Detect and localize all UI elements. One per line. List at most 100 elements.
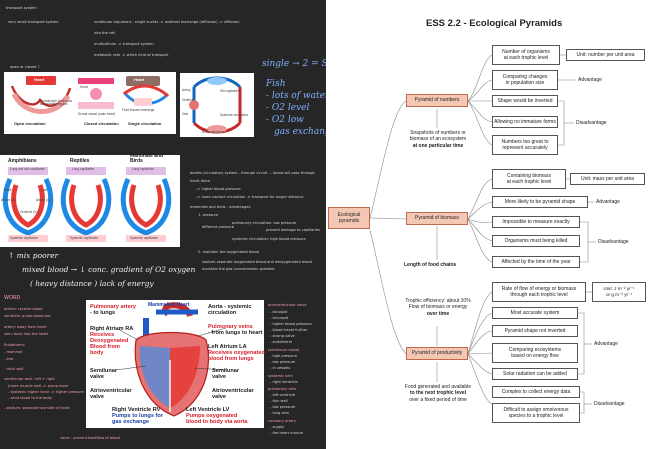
diagram-caption: Lung capillaries <box>72 167 95 171</box>
box-organisms-killed: Organisms must being killed <box>492 235 580 247</box>
notes-line: - strong valve <box>270 334 295 338</box>
diagram-caption: Artery <box>182 88 191 92</box>
heart-label: Heart <box>134 77 145 82</box>
notes-line: (more muscle wall -> pump more <box>8 384 69 388</box>
box-impossible-measure: Impossible to measure exactly <box>492 216 580 228</box>
notes-line: (semilunar valve) <box>268 348 300 352</box>
handwritten-note: Fish <box>266 79 286 89</box>
notes-line: - left ventricle <box>270 393 296 397</box>
diagram-caption: Ventricle (V) <box>20 210 38 214</box>
notes-line: bodies (circulatory system - through cir… <box>190 171 315 175</box>
notes-line: -> higher blood pressure <box>196 187 241 191</box>
diagram-caption: Vein <box>182 112 189 116</box>
notes-line: - supply <box>270 425 285 429</box>
pulmonary-veins-label: Pulmonary veins- from lungs to heart <box>208 324 263 337</box>
diagram-caption: Systemic capillaries <box>130 236 158 240</box>
mammalian-heart-diagram: Mammalian Heart Pulmonary artery- to lun… <box>86 300 265 428</box>
handwritten-note: mixed blood → ↓ conc. gradient of O2 oxy… <box>22 265 196 274</box>
box-number-of-organisms: Number of organisms at each trophic leve… <box>492 45 560 65</box>
handwritten-note: gas exchange <box>274 127 326 137</box>
notes-line: - mammal <box>4 350 23 354</box>
box-complex-data: Complex to collect energy data <box>492 386 580 398</box>
diagram-caption: Heart <box>80 85 88 89</box>
box-omnivorous-species: Difficult to assign omnivorous species t… <box>492 403 580 423</box>
box-shape-inverted: Shape would be inverted <box>492 95 558 107</box>
notes-line: - thick wall <box>4 367 24 371</box>
box-pyramid-shape: More likely to be pyramid shape <box>492 196 588 208</box>
hub-pyramid-of-numbers: Pyramid of numbers <box>406 94 468 107</box>
handwritten-note: single → 2 = SIZE <box>262 59 326 69</box>
notes-line: - the heart muscle <box>270 431 304 435</box>
diagram-label: Open circulation <box>14 121 46 126</box>
circulation-types-diagram: Heart Hemolymph in sinuses surrounding o… <box>4 72 176 134</box>
notes-line: atrium: receive blood <box>4 307 43 311</box>
box-no-immature-forms: Allowing no immature forms <box>492 116 558 128</box>
handwritten-note: - O2 low <box>266 115 304 125</box>
notes-line: - right ventricle <box>270 380 298 384</box>
food-chains-text: Length of food chains <box>404 262 457 268</box>
notes-line: - septum: separate two side of heart <box>4 406 70 410</box>
box-rate-of-flow: Rate of flow of energy or biomass throug… <box>492 282 586 302</box>
notes-line: Endotherm: <box>4 343 26 347</box>
notes-line: - bicuspid <box>270 310 288 314</box>
generated-text: Food generated and available to the next… <box>404 384 472 403</box>
vertebrate-circulation-diagram: Amphibians Reptiles Mammals and Birds Lu… <box>0 153 180 247</box>
amphibians-title: Amphibians <box>8 158 37 164</box>
diagram-caption: Hemolymph in sinuses surrounding organs <box>40 99 73 107</box>
notes-line: - send blood to the body <box>8 396 53 400</box>
mammals-birds-title: Mammals and Birds <box>130 153 164 164</box>
diagram-caption: Dorsal vessel (main heart) <box>78 112 116 116</box>
reptiles-title: Reptiles <box>70 158 90 164</box>
box-unit-number-per-area: Unit: number per unit area <box>566 49 645 61</box>
fish-circulation-diagram: Artery Gill capillaries Ventricle Vein S… <box>180 73 254 137</box>
label-disadvantage-biomass: Disadvantage <box>598 239 629 245</box>
notes-line: mammals and birds - advantages <box>190 205 251 209</box>
notes-line: coronary artery <box>268 419 296 423</box>
handwritten-note: ( heavy distance ) lack of energy <box>30 279 154 288</box>
mindmap-connectors <box>369 54 596 414</box>
box-unit-energy: Unit: J m⁻² yr⁻¹ or g m⁻² yr⁻¹ <box>592 282 646 302</box>
box-not-inverted: Pyramid shape not inverted <box>492 325 578 337</box>
notes-line: - in vessels <box>270 366 291 370</box>
notes-line: - low pressure <box>270 405 296 409</box>
diagram-label: Closed circulation <box>84 121 119 126</box>
label-advantage: Advantage <box>578 77 602 83</box>
diagram-caption: Right <box>4 188 12 192</box>
label-advantage-productivity: Advantage <box>594 341 618 347</box>
snapshot-text: Snapshots of numbers or biomass of an ec… <box>409 130 467 149</box>
right-ventricle-label: Right Ventricle RV Pumps to lungs for ga… <box>112 407 163 426</box>
notes-line: vein: back into the heart <box>4 332 49 336</box>
mammalian-heart-drawing <box>115 302 227 417</box>
notes-line: heart twice <box>190 179 211 183</box>
left-atrium-label: Left Atrium LA Receives oxygenated blood… <box>208 344 265 363</box>
box-solar-radiation: Solar radiation can be added <box>492 368 578 380</box>
fish-circulation-drawing <box>189 76 242 134</box>
mindmap-title: ESS 2.2 - Ecological Pyramids <box>426 18 563 29</box>
notes-line: maintain the gas concentration gradient <box>202 267 275 271</box>
pulmonary-artery-label: Pulmonary artery- to lungs <box>90 304 137 317</box>
notes-line: - long vein <box>270 411 289 415</box>
notes-line: systemic circulation: high blood pressur… <box>232 237 306 241</box>
biology-notes-panel: transport system very small transport sy… <box>0 0 326 449</box>
diagram-label: Single circulation <box>128 121 162 126</box>
notes-heading: transport system <box>6 6 37 10</box>
notes-line: pulmonary vein <box>268 387 297 391</box>
hub-pyramid-of-productivity: Pyramid of productivity <box>406 347 468 360</box>
ecological-pyramids-mindmap: ESS 2.2 - Ecological Pyramids Ecological… <box>326 0 651 449</box>
notes-line: multicellular -> transport system <box>94 42 154 46</box>
diagram-caption: Fluid tissues exchange <box>122 108 155 112</box>
efficiency-text: Trophic efficiency: about 10% Flow of bi… <box>405 298 471 317</box>
hub-pyramid-of-biomass: Pyramid of biomass <box>406 212 468 225</box>
handwritten-note: - lots of water <box>266 91 326 101</box>
diagram-caption: Atrium (A) <box>1 198 16 202</box>
box-comparing-ecosystems: Comparing ecosystems based on energy flo… <box>492 343 578 363</box>
notes-line: rendibular tegument - single sucker -> o… <box>94 20 240 24</box>
box-containing-biomass: Containing biomass at each trophic level <box>492 169 566 189</box>
notes-line: - endotherm <box>270 340 293 344</box>
diagram-caption: Body capillaries <box>202 130 225 134</box>
box-numbers-too-great: Numbers too great to represent accuratel… <box>492 135 558 155</box>
notes-line: prevent damage to capillaries <box>266 228 320 232</box>
